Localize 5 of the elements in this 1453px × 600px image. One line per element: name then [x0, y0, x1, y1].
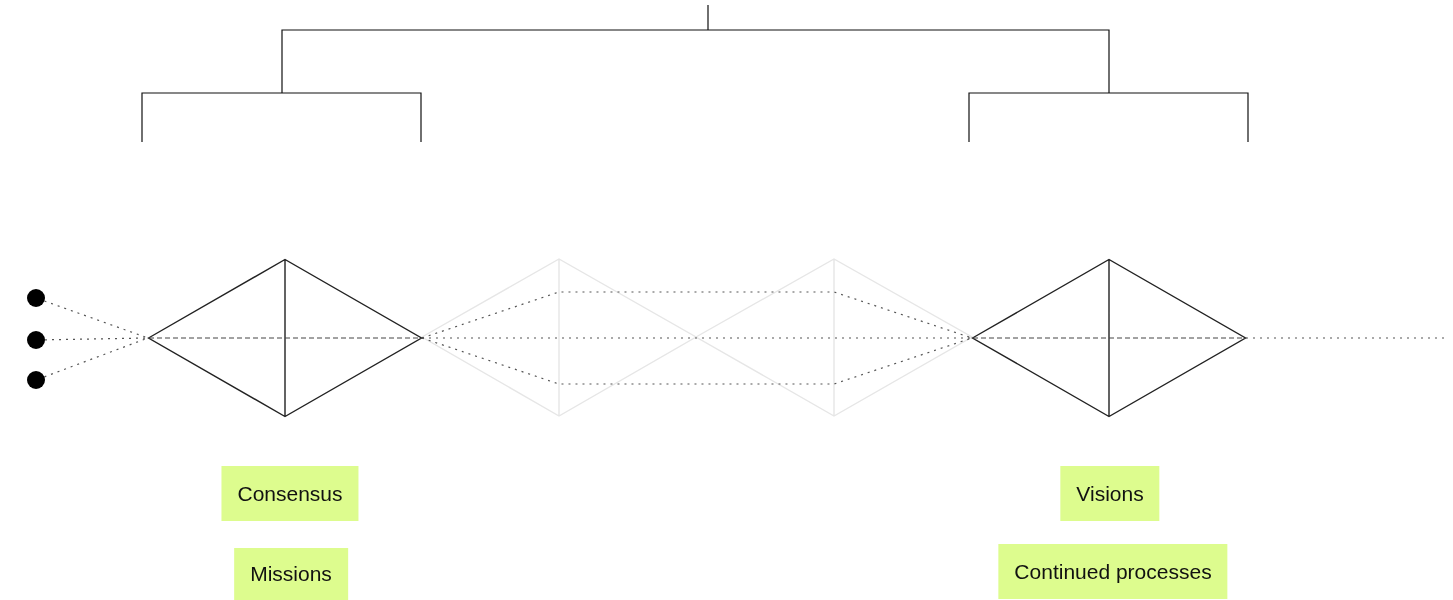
label-tag: Consensus	[221, 466, 359, 521]
label-tag: Visions	[1060, 466, 1160, 521]
label-tag: Missions	[234, 548, 348, 600]
label-tag: Continued processes	[998, 544, 1228, 599]
dotted-connector	[421, 337, 973, 339]
